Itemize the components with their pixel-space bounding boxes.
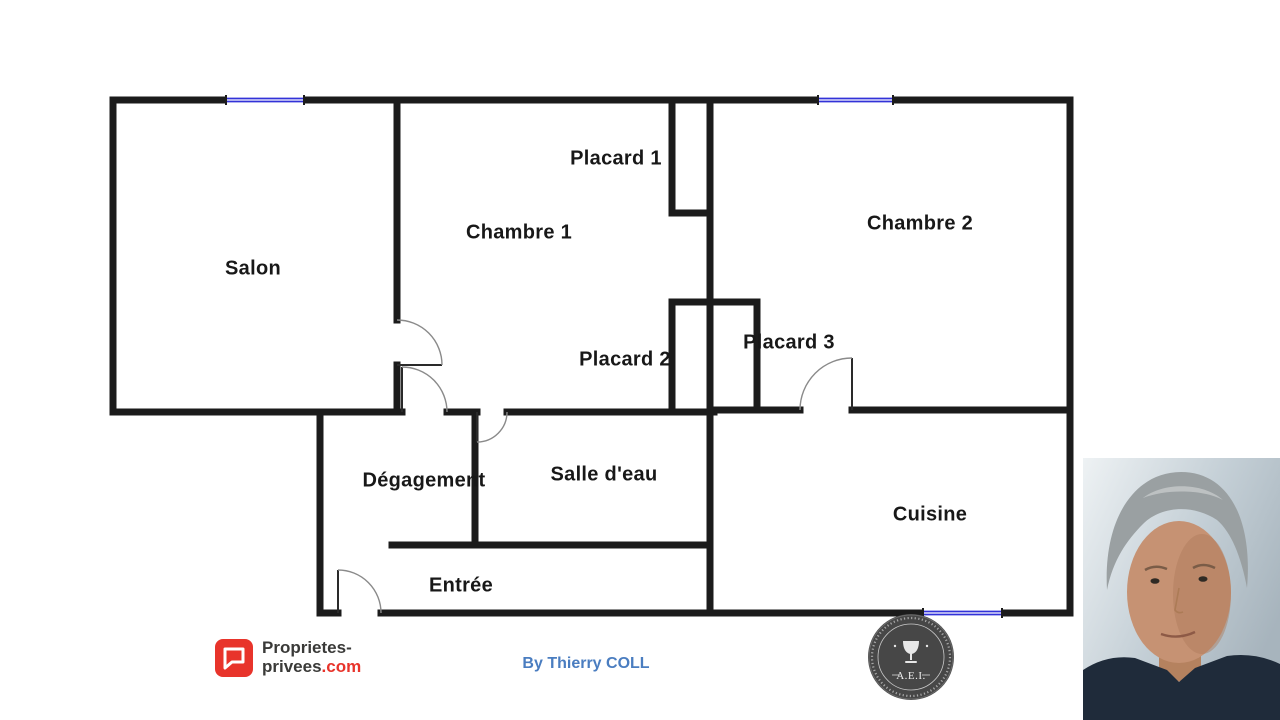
badge-label: A.E.I. <box>896 670 926 682</box>
room-label-cuisine: Cuisine <box>892 503 968 526</box>
agent-eye-left <box>1150 578 1160 584</box>
brand-line2: privees <box>262 657 322 676</box>
brand-line1: Proprietes- <box>262 638 352 658</box>
chambre2-window <box>817 95 894 105</box>
door-swings <box>337 319 853 614</box>
brand-suffix: .com <box>321 657 362 676</box>
agent-photo <box>1083 458 1280 720</box>
brand-text: Proprietes- privees.com <box>262 638 362 676</box>
room-label-placard1: Placard 1 <box>570 147 662 170</box>
certification-badge: A.E.I. <box>868 614 954 700</box>
agent-hair <box>1106 472 1248 590</box>
room-label-degagement: Dégagement <box>362 469 486 492</box>
room-label-chambre2: Chambre 2 <box>866 212 974 235</box>
brand-icon <box>215 639 253 677</box>
brand-logo: Proprietes- privees.com <box>214 638 361 678</box>
salon-window <box>225 95 305 105</box>
agent-eye-right <box>1198 576 1208 582</box>
interior-walls <box>109 96 1074 617</box>
agent-mouth <box>1160 630 1196 638</box>
room-label-salle-eau: Salle d'eau <box>550 463 658 486</box>
room-label-placard2: Placard 2 <box>579 348 671 371</box>
room-label-salon: Salon <box>225 257 281 280</box>
room-label-chambre1: Chambre 1 <box>465 221 573 244</box>
agent-shirt <box>1083 655 1280 720</box>
room-label-entree: Entrée <box>428 574 494 597</box>
credit-text: By Thierry COLL <box>522 655 650 672</box>
badge-ring-text <box>870 616 952 698</box>
badge-emblem-icon <box>893 641 929 663</box>
room-label-placard3: Placard 3 <box>743 331 835 354</box>
window-markers <box>225 95 1003 618</box>
agent-figure <box>1083 472 1280 720</box>
